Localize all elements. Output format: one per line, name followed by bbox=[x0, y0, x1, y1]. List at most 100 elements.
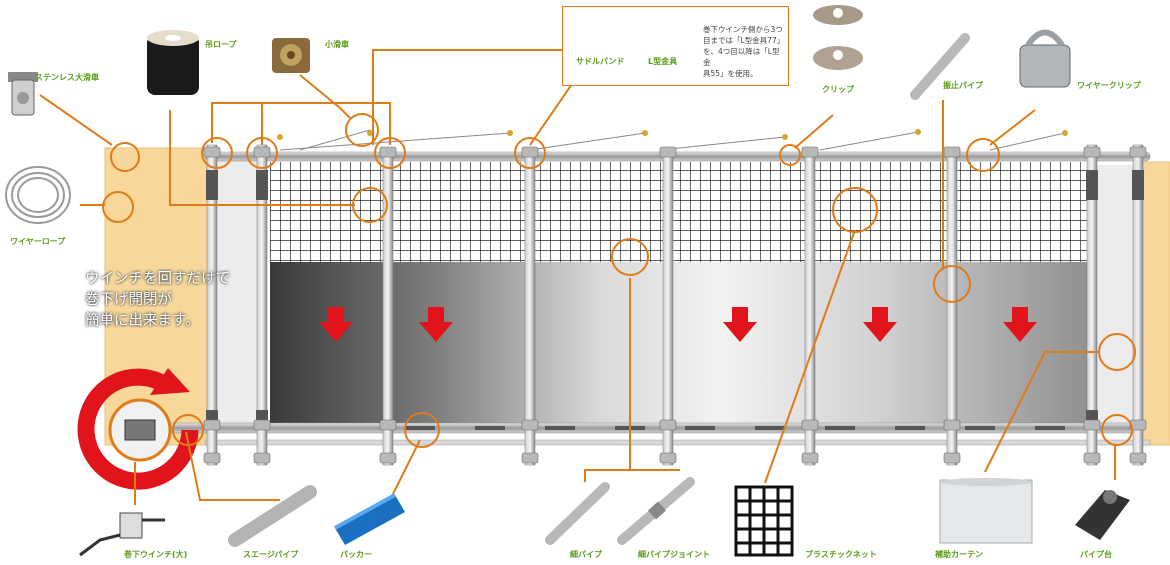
vertical-pipe bbox=[206, 144, 218, 466]
thin-pipe-label: 細パイプ bbox=[570, 550, 602, 559]
slot-strip bbox=[405, 426, 435, 430]
pipe-clamp bbox=[203, 146, 221, 158]
small-pulley-icon bbox=[272, 38, 310, 73]
auxiliary-curtain-icon bbox=[939, 478, 1033, 544]
plastic-net-label: プラスチックネット bbox=[805, 550, 877, 559]
pipe-sleeve bbox=[256, 170, 268, 200]
hanging-rope-label: 吊ロープ bbox=[205, 40, 237, 49]
bracket-inset-box bbox=[562, 6, 789, 86]
pipe-clamp bbox=[1083, 419, 1101, 431]
auxiliary-curtain-label: 補助カーテン bbox=[935, 550, 983, 559]
slot-strip bbox=[895, 426, 925, 430]
pipe-clamp bbox=[659, 419, 677, 431]
vertical-pipe bbox=[1086, 144, 1098, 466]
down-arrow bbox=[863, 307, 897, 342]
pipe-clamp bbox=[1083, 452, 1101, 464]
packer-icon bbox=[334, 493, 405, 545]
base-pipe bbox=[204, 439, 1151, 446]
guy-wires bbox=[279, 129, 1066, 151]
slot-strip bbox=[475, 426, 505, 430]
slot-strip bbox=[755, 426, 785, 430]
vertical-pipes bbox=[206, 144, 1144, 466]
pipe-clamp bbox=[379, 146, 397, 158]
vertical-pipe bbox=[524, 147, 536, 466]
pipe-clamp bbox=[379, 452, 397, 464]
vertical-pipe bbox=[946, 147, 958, 466]
pipe-clamp bbox=[253, 452, 271, 464]
slot-strip bbox=[685, 426, 715, 430]
wire-rope-label: ワイヤーロープ bbox=[10, 237, 66, 246]
pipe-clamp bbox=[521, 419, 539, 431]
pipe-clamp bbox=[801, 146, 819, 158]
pipe-sleeve bbox=[206, 170, 218, 200]
winch-icon bbox=[79, 512, 165, 557]
wire-clip-icon bbox=[1019, 29, 1071, 88]
hanging-rope-icon bbox=[147, 30, 199, 95]
vertical-pipe bbox=[662, 147, 674, 466]
pipe-clamp bbox=[253, 419, 271, 431]
down-arrows bbox=[319, 307, 1037, 342]
vertical-pipe bbox=[804, 147, 816, 466]
pipe-clamp bbox=[1129, 419, 1147, 431]
winch-rotation-ring bbox=[77, 368, 199, 490]
slot-strip bbox=[965, 426, 995, 430]
pipe-clamp bbox=[203, 452, 221, 464]
pipe-clamp bbox=[659, 452, 677, 464]
packer-label: パッカー bbox=[340, 550, 372, 559]
plastic-net-icon bbox=[734, 485, 794, 557]
winch-label: 巻下ウインチ(大) bbox=[124, 550, 188, 559]
pipe-clamp bbox=[943, 419, 961, 431]
down-arrow bbox=[419, 307, 453, 342]
pipe-stand-label: パイプ台 bbox=[1080, 550, 1112, 559]
pipe-clamps bbox=[203, 146, 1147, 464]
pipe-sleeve bbox=[1086, 170, 1098, 200]
stainless-pulley-icon bbox=[8, 72, 38, 116]
pipe-clamp bbox=[203, 419, 221, 431]
clip-top-icon bbox=[813, 5, 863, 25]
callout-lines bbox=[39, 49, 1116, 521]
slot-strip bbox=[1035, 426, 1065, 430]
bracing-pipe-label: 振止パイプ bbox=[943, 81, 983, 90]
bracket-note: 巻下ウインチ側から3つ 目までは「L型金具77」 を、4つ目以降は「L型金 具5… bbox=[703, 25, 785, 78]
pipe-clamp bbox=[521, 146, 539, 158]
saddle-band-label: サドルバンド bbox=[576, 57, 625, 66]
pipe-clamp bbox=[943, 146, 961, 158]
thin-pipe-joint-label: 細パイプジョイント bbox=[638, 550, 710, 559]
description-text: ウインチを回すだけで 巻下げ開閉が 簡単に出来ます。 bbox=[85, 271, 230, 329]
right-wood-wall bbox=[1139, 161, 1170, 446]
pipe-clamp bbox=[521, 452, 539, 464]
callout-circles bbox=[102, 113, 1136, 448]
down-arrow bbox=[723, 307, 757, 342]
l-bracket-label: L型金具 bbox=[648, 57, 678, 66]
clip-label: クリップ bbox=[822, 85, 854, 94]
left-wood-wall bbox=[104, 147, 216, 446]
swage-pipe-icon bbox=[228, 485, 317, 547]
pipe-clamp bbox=[943, 452, 961, 464]
down-arrow bbox=[319, 307, 353, 342]
pipe-clamp bbox=[379, 419, 397, 431]
down-arrow bbox=[1003, 307, 1037, 342]
pipe-clamp bbox=[1129, 146, 1147, 158]
pipe-clamp bbox=[659, 146, 677, 158]
top-horizontal-pipe bbox=[204, 151, 1151, 162]
pipe-clamp bbox=[253, 146, 271, 158]
clip-markers bbox=[277, 129, 1068, 140]
pipe-clamp bbox=[1129, 452, 1147, 464]
slot-strip bbox=[825, 426, 855, 430]
pipe-stand-icon bbox=[1075, 490, 1130, 540]
swage-pipe-label: スエージパイプ bbox=[243, 550, 299, 559]
pipe-clamp bbox=[801, 419, 819, 431]
wire-rope-icon bbox=[5, 166, 71, 224]
wire-clip-label: ワイヤークリップ bbox=[1077, 81, 1141, 90]
clip-bottom-icon bbox=[813, 46, 863, 70]
vertical-pipe bbox=[1132, 144, 1144, 466]
stainless-pulley-label: ステンレス大滑車 bbox=[35, 73, 99, 82]
thin-pipe-joint-icon bbox=[617, 477, 695, 545]
pipe-clamp bbox=[1083, 146, 1101, 158]
right-side-panel bbox=[1090, 165, 1140, 430]
bracing-pipe-icon bbox=[910, 33, 970, 100]
pipe-sleeve bbox=[1132, 170, 1144, 200]
small-pulley-label: 小滑車 bbox=[325, 40, 349, 49]
thin-pipe-icon bbox=[545, 482, 610, 545]
